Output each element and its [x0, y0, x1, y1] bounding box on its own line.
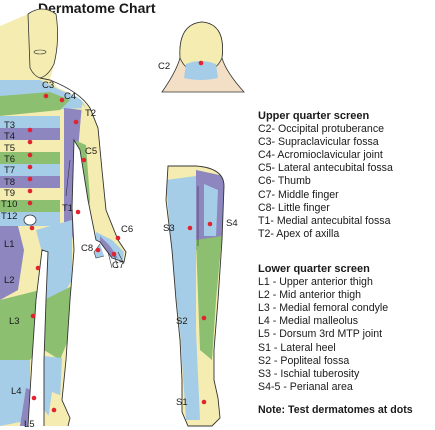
dot-t9 [27, 200, 33, 206]
dot-t10 [29, 225, 35, 231]
dot-t4 [27, 139, 33, 145]
dot-l2 [35, 265, 41, 271]
label-c4: C4 [64, 91, 76, 102]
upper-item: C6- Thumb [258, 175, 311, 188]
upper-item: T1- Medial antecubital fossa [258, 214, 391, 227]
label-l5: L5 [24, 419, 35, 430]
test-note: Note: Test dermatomes at dots [258, 404, 413, 416]
label-l4: L4 [11, 386, 22, 397]
dot-t8 [27, 188, 33, 194]
upper-item: C7- Middle finger [258, 188, 339, 201]
dot-c8 [95, 247, 101, 253]
label-t12: T12 [1, 211, 17, 222]
dot-t7 [27, 176, 33, 182]
upper-quarter-legend: Upper quarter screen C2- Occipital protu… [258, 110, 393, 241]
front-dots [27, 93, 121, 413]
front-body [0, 8, 127, 427]
label-t10: T10 [1, 199, 17, 210]
upper-item: C5- Lateral antecubital fossa [258, 162, 393, 175]
upper-item: C4- Acromioclavicular joint [258, 149, 383, 162]
label-s3: S3 [163, 223, 175, 234]
dot-c6 [115, 235, 121, 241]
label-l1: L1 [4, 239, 15, 250]
lower-item: S2 - Popliteal fossa [258, 354, 350, 367]
label-t7: T7 [4, 165, 15, 176]
back-head [161, 21, 245, 93]
upper-item: C8- Little finger [258, 201, 330, 214]
lower-item: L4 - Medial malleolus [258, 315, 359, 328]
label-t3: T3 [4, 120, 15, 131]
lower-item: L3 - Medial femoral condyle [258, 302, 389, 315]
upper-item: T2- Apex of axilla [258, 227, 340, 240]
dot-s1 [201, 399, 207, 405]
dot-t6 [27, 164, 33, 170]
dot-c2 [198, 60, 204, 66]
label-l3: L3 [9, 316, 20, 327]
dot-t1 [75, 209, 81, 215]
dot-c5 [81, 157, 87, 163]
label-c5: C5 [85, 146, 97, 157]
label-c2: C2 [158, 61, 170, 72]
chart-title: Dermatome Chart [38, 0, 156, 16]
label-t8: T8 [4, 177, 15, 188]
lower-item: S4-5 - Perianal area [258, 380, 353, 393]
dot-t3 [27, 127, 33, 133]
dot-l5 [51, 407, 57, 413]
dot-c4 [59, 97, 65, 103]
upper-item: C2- Occipital protuberance [258, 123, 385, 136]
label-t2: T2 [85, 108, 96, 119]
label-s2: S2 [176, 316, 188, 327]
label-t6: T6 [4, 154, 15, 165]
lower-item: L1 - Upper anterior thigh [258, 276, 373, 289]
dot-c3 [43, 93, 49, 99]
upper-heading: Upper quarter screen [258, 110, 370, 122]
dot-s4 [207, 221, 213, 227]
dot-l3 [30, 313, 36, 319]
lower-item: L2 - Mid anterior thigh [258, 289, 362, 302]
label-t4: T4 [4, 131, 15, 142]
dot-s2 [201, 315, 207, 321]
dot-t5 [27, 152, 33, 158]
back-leg [165, 165, 225, 427]
label-l2: L2 [4, 275, 15, 286]
label-s1: S1 [176, 397, 188, 408]
label-t1: T1 [62, 203, 73, 214]
dot-t2 [73, 119, 79, 125]
label-t9: T9 [4, 188, 15, 199]
label-t5: T5 [4, 143, 15, 154]
lower-heading: Lower quarter screen [258, 263, 370, 275]
label-c6: C6 [121, 224, 133, 235]
label-c3: C3 [42, 80, 54, 91]
dot-s3 [187, 225, 193, 231]
lower-item: S3 - Ischial tuberosity [258, 367, 360, 380]
label-s4: S4 [226, 218, 238, 229]
dot-l4 [31, 395, 37, 401]
lower-item: S1 - Lateral heel [258, 341, 336, 354]
label-c8: C8 [81, 243, 93, 254]
dot-c7 [111, 251, 117, 257]
lower-quarter-legend: Lower quarter screen L1 - Upper anterior… [258, 263, 388, 394]
lower-item: L5 - Dorsum 3rd MTP joint [258, 328, 383, 341]
label-c7: C7 [112, 260, 124, 271]
upper-item: C3- Supraclavicular fossa [258, 136, 379, 149]
figure-labels: C2 C3 C4 T2 C5 T3 T4 T5 T6 T7 T8 T9 T10 … [1, 61, 238, 430]
